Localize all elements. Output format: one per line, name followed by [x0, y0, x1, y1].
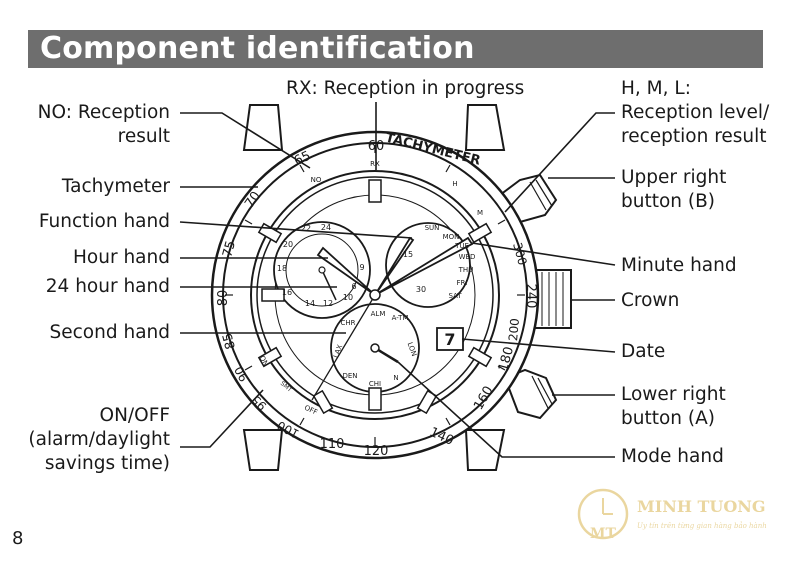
bezel-200: 200 [506, 318, 522, 342]
bezel-120: 120 [364, 444, 389, 459]
label-24-hour-hand: 24 hour hand [45, 276, 170, 297]
crown [534, 269, 572, 329]
day-sun: SUN [425, 224, 440, 232]
title-bar: Component identification [28, 30, 763, 68]
label-no: NO: Reception result [37, 102, 170, 147]
lug-top-left [242, 104, 284, 151]
sub24-24: 24 [321, 223, 331, 232]
bezel-60: 60 [368, 139, 385, 154]
bezel-80: 80 [216, 290, 231, 307]
bezel-240: 240 [523, 284, 538, 309]
watermark-brand: MINH TUONG [637, 497, 766, 516]
label-date: Date [621, 341, 666, 362]
label-crown: Crown [621, 290, 680, 311]
dial [256, 176, 494, 414]
lower-button [503, 368, 558, 420]
watermark-monogram: MT [590, 526, 616, 542]
label-rx: RX: Reception in progress [286, 78, 525, 99]
bezel-300: 300 [510, 241, 529, 267]
lug-bottom-left [242, 429, 284, 471]
bezel [222, 142, 528, 448]
watermark-logo: MT MINH TUONG Uy tín trên từng gian hàng… [577, 488, 767, 542]
watermark-clock-icon [577, 488, 629, 540]
sub24-6: 6 [351, 282, 356, 291]
second-hand [311, 294, 376, 401]
subdial-right-30: 30 [416, 285, 426, 294]
minute-hand [374, 236, 474, 296]
day-wed: WED [459, 253, 476, 261]
bezel-75: 75 [220, 239, 239, 259]
function-hand [374, 236, 415, 296]
rx-indicator: RX [370, 160, 380, 168]
label-hml: H, M, L: Reception level/ reception resu… [621, 78, 770, 147]
hand-24h [321, 269, 337, 301]
mode-atm: A-TM [392, 314, 409, 322]
label-hour-hand: Hour hand [73, 247, 170, 268]
lug-bottom-right [464, 429, 506, 471]
day-thu: THU [458, 266, 474, 274]
label-function-hand: Function hand [38, 211, 170, 232]
bezel-65: 65 [292, 149, 313, 170]
label-tachymeter: Tachymeter [61, 176, 170, 197]
sub24-20: 20 [283, 240, 293, 249]
mode-chr: CHR [340, 319, 355, 327]
subdial-right-15: 15 [403, 250, 413, 259]
page-number: 8 [12, 528, 24, 549]
day-mon: MON [443, 233, 460, 241]
bezel-90: 90 [232, 364, 252, 384]
bezel-110: 110 [320, 437, 345, 452]
label-onoff: ON/OFF (alarm/daylight savings time) [28, 405, 170, 474]
sub24-14: 14 [305, 299, 315, 308]
sub24-9: 9 [359, 263, 364, 272]
bezel-85: 85 [220, 331, 239, 351]
leader-lines [179, 102, 616, 458]
h-indicator: H [452, 180, 457, 188]
label-mode-hand: Mode hand [621, 446, 724, 467]
day-fri: FRI [457, 279, 468, 287]
sub24-18: 18 [277, 264, 287, 273]
sub24-22: 22 [301, 224, 311, 233]
sub24-12: 12 [323, 299, 333, 308]
sub24-10: 10 [343, 293, 353, 302]
bezel-180: 180 [496, 345, 517, 373]
day-tue: TUE [454, 242, 469, 250]
mode-n: N [393, 374, 398, 382]
mode-den: DEN [342, 372, 357, 380]
mode-alm: ALM [371, 310, 386, 318]
sub24-16: 16 [282, 288, 292, 297]
date-value: 7 [444, 330, 455, 349]
label-minute-hand: Minute hand [621, 255, 737, 276]
lug-top-right [464, 104, 506, 151]
mode-chi: CHI [369, 380, 381, 388]
bezel-ticks [225, 145, 525, 445]
m-indicator: M [477, 209, 483, 217]
label-upper-right-button: Upper right button (B) [621, 167, 727, 212]
day-sat: SAT [448, 292, 462, 300]
label-second-hand: Second hand [49, 322, 171, 343]
no-indicator: NO [311, 176, 322, 184]
label-lower-right-button: Lower right button (A) [621, 384, 726, 429]
watermark-tagline: Uy tín trên từng gian hàng bảo hành [637, 521, 767, 530]
page-title: Component identification [40, 31, 475, 66]
hour-markers [257, 179, 493, 415]
hour-hand [316, 246, 376, 296]
